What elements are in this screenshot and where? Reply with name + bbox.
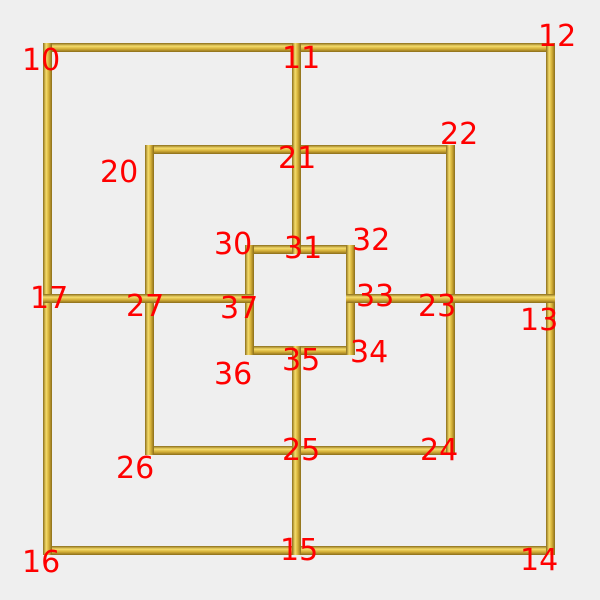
label-23: 23	[418, 289, 456, 324]
label-33: 33	[356, 279, 394, 314]
connector-left	[43, 294, 254, 303]
connector-right	[346, 294, 555, 303]
outer-labels: 10 11 12 13 14 15 16 17	[22, 19, 576, 580]
label-31: 31	[284, 231, 322, 266]
label-36: 36	[214, 357, 252, 392]
label-24: 24	[420, 433, 458, 468]
label-13: 13	[520, 303, 558, 338]
label-16: 16	[22, 545, 60, 580]
label-15: 15	[280, 533, 318, 568]
connectors	[43, 43, 555, 555]
label-20: 20	[100, 155, 138, 190]
label-26: 26	[116, 451, 154, 486]
middle-labels: 20 21 22 23 24 25 26 27	[100, 117, 478, 486]
label-34: 34	[350, 335, 388, 370]
label-37: 37	[220, 291, 258, 326]
connector-bottom	[292, 346, 301, 555]
label-17: 17	[30, 281, 68, 316]
label-35: 35	[282, 343, 320, 378]
label-14: 14	[520, 543, 558, 578]
label-30: 30	[214, 227, 252, 262]
label-21: 21	[278, 141, 316, 176]
label-12: 12	[538, 19, 576, 54]
label-11: 11	[282, 41, 320, 76]
connector-top	[292, 43, 301, 254]
label-10: 10	[22, 43, 60, 78]
label-25: 25	[282, 433, 320, 468]
label-32: 32	[352, 223, 390, 258]
label-27: 27	[126, 289, 164, 324]
inner-labels: 30 31 32 33 34 35 36 37	[214, 223, 394, 392]
label-22: 22	[440, 117, 478, 152]
